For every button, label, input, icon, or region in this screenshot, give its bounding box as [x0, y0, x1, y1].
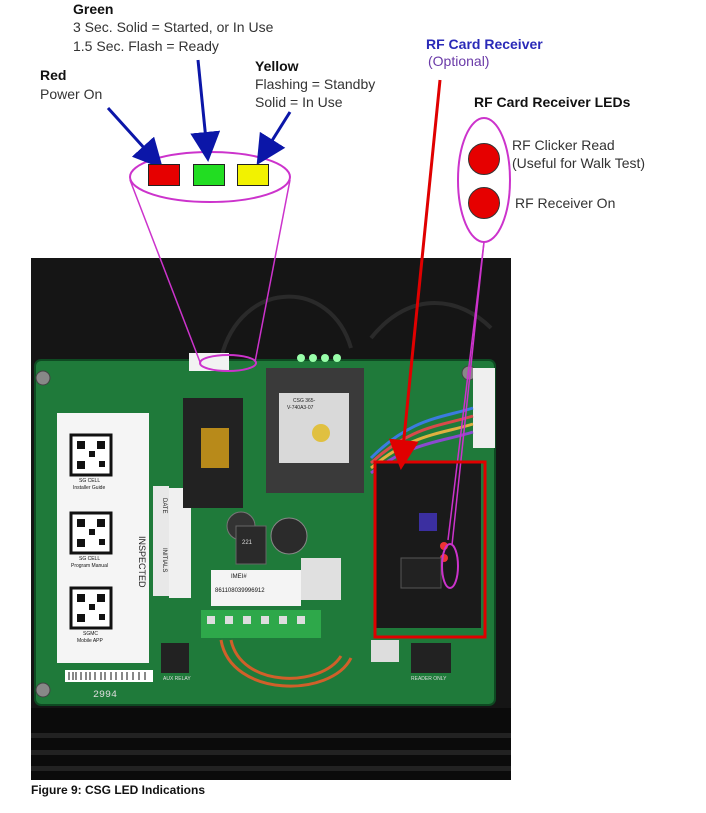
- rf-receiver-on-led: [468, 187, 500, 219]
- rf-card-receiver-subtitle: (Optional): [428, 53, 490, 69]
- yellow-led-line2: Solid = In Use: [255, 94, 343, 110]
- board-photo: SG CELL Installer Guide SG CELL Program …: [31, 258, 511, 780]
- imei-value: 861108039996912: [215, 588, 265, 594]
- red-led-swatch: [148, 164, 180, 186]
- red-led-title: Red: [40, 67, 67, 83]
- rf-led-callout-cone: [441, 117, 511, 589]
- imei-label: IMEI#: [231, 574, 247, 580]
- yellow-led-line1: Flashing = Standby: [255, 76, 376, 92]
- green-led-title: Green: [73, 1, 114, 17]
- rf-leds-title: RF Card Receiver LEDs: [474, 94, 631, 110]
- red-led-arrow: [106, 106, 164, 169]
- board-number: 2994: [93, 690, 118, 701]
- rf-led2-line1: RF Receiver On: [515, 195, 616, 211]
- board-illustration: [31, 258, 511, 780]
- yellow-led-swatch: [237, 164, 269, 186]
- module-label: CSG 365-: [293, 398, 316, 404]
- rf-card-arrow: [388, 79, 442, 470]
- sticker-text-3b: Mobile APP: [77, 638, 103, 644]
- rf-card-highlight: [373, 460, 487, 639]
- green-led-line1: 3 Sec. Solid = Started, or In Use: [73, 19, 274, 35]
- sticker-text-2: SG CELL: [79, 556, 101, 562]
- green-led-swatch: [193, 164, 225, 186]
- aux-relay-label: AUX RELAY: [163, 676, 191, 682]
- sticker-text-2b: Program Manual: [71, 563, 108, 569]
- reader-only-label: READER ONLY: [411, 676, 447, 682]
- red-led-line1: Power On: [40, 86, 103, 102]
- sticker-text-3: SGMC: [83, 631, 98, 637]
- green-led-arrow: [190, 59, 221, 162]
- cap-221-label: 221: [242, 540, 253, 546]
- rf-led1-line2: (Useful for Walk Test): [512, 155, 646, 171]
- rf-clicker-led: [468, 143, 500, 175]
- figure-caption: Figure 9: CSG LED Indications: [31, 783, 206, 797]
- rf-led1-line1: RF Clicker Read: [512, 137, 615, 153]
- yellow-led-arrow: [256, 111, 292, 166]
- sticker-text-1b: Installer Guide: [73, 485, 106, 491]
- sticker-text-1: SG CELL: [79, 478, 101, 484]
- module-code: V-740A3-07: [287, 405, 314, 411]
- green-led-line2: 1.5 Sec. Flash = Ready: [73, 38, 219, 54]
- yellow-led-title: Yellow: [255, 58, 299, 74]
- rf-card-receiver-title: RF Card Receiver: [426, 36, 543, 52]
